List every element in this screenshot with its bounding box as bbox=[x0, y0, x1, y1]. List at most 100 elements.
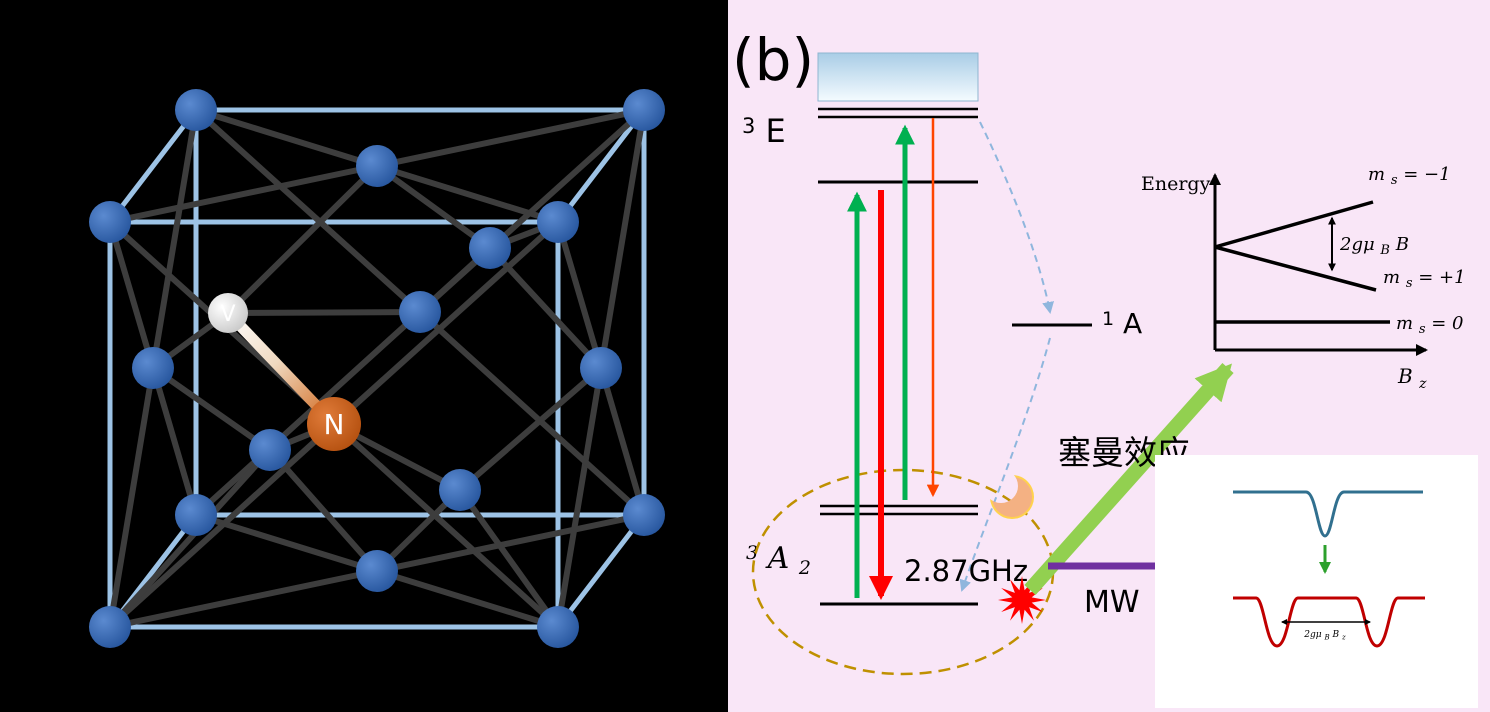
ground-level-label: 3 A 2 bbox=[746, 532, 811, 579]
bond bbox=[598, 365, 647, 518]
bond bbox=[598, 107, 647, 371]
vacancy-label: V bbox=[220, 302, 235, 327]
carbon-atom bbox=[537, 201, 579, 243]
odmr-split-pre: 2gμ bbox=[1303, 630, 1321, 640]
ms-plus1-post: = +1 bbox=[1418, 267, 1465, 288]
energy-axis-label: Energy bbox=[1141, 173, 1211, 195]
carbon-atom bbox=[537, 606, 579, 648]
cube-edge bbox=[108, 108, 198, 224]
ms-minus1-sub: s bbox=[1391, 173, 1398, 188]
splitting-label: 2gμ B B bbox=[1339, 234, 1409, 259]
odmr-inset-background bbox=[1155, 455, 1478, 708]
cube-edge bbox=[556, 108, 646, 224]
bond bbox=[417, 309, 647, 518]
cube-edges bbox=[107, 107, 647, 630]
carbon-atom bbox=[356, 550, 398, 592]
bond bbox=[193, 107, 380, 169]
bond bbox=[150, 365, 199, 518]
carbon-atom bbox=[580, 347, 622, 389]
ms-plus1-label: m s = +1 bbox=[1383, 267, 1466, 292]
bond bbox=[267, 447, 380, 574]
carbon-atom bbox=[175, 89, 217, 131]
carbon-atom bbox=[439, 469, 481, 511]
carbon-atom bbox=[356, 145, 398, 187]
singlet-level-label: 1 A bbox=[1102, 299, 1142, 340]
odmr-single-dip-curve bbox=[1233, 490, 1423, 538]
energy-diagram-panel: (b) 3 E 3 A 2 1 A bbox=[728, 0, 1490, 712]
bond bbox=[150, 365, 273, 453]
diamond-lattice-panel: V N bbox=[0, 0, 728, 712]
bond bbox=[107, 447, 273, 630]
singlet-sup: 1 bbox=[1102, 308, 1114, 330]
ms-plus1-sub: s bbox=[1406, 276, 1413, 291]
odmr-split-sub: B bbox=[1323, 634, 1329, 642]
bond bbox=[225, 309, 423, 316]
bond bbox=[150, 107, 199, 371]
microwave-frequency: 2.87GHz bbox=[904, 554, 1028, 588]
energy-diagram-drawing: (b) 3 E 3 A 2 1 A bbox=[732, 26, 1478, 708]
bond bbox=[331, 219, 561, 427]
bond bbox=[555, 365, 604, 630]
ms-zero-sub: s bbox=[1419, 322, 1426, 337]
odmr-splitting-label: 2gμ B B z bbox=[1303, 630, 1346, 643]
bond bbox=[107, 219, 156, 371]
ms-zero-post: = 0 bbox=[1431, 313, 1463, 334]
starburst-icon bbox=[998, 576, 1046, 624]
diamond-lattice-drawing: V N bbox=[89, 89, 665, 648]
carbon-atom bbox=[469, 227, 511, 269]
bond bbox=[225, 163, 380, 316]
ms-plus1-pre: m bbox=[1383, 267, 1400, 288]
lattice-bonds bbox=[107, 107, 647, 630]
excited-main: E bbox=[766, 112, 786, 150]
bond bbox=[193, 107, 423, 315]
isc-dashed-path-down bbox=[979, 121, 1055, 314]
splitting-post: B bbox=[1395, 234, 1409, 255]
nitrogen-label: N bbox=[324, 408, 345, 441]
excited-band bbox=[817, 52, 979, 102]
zeeman-inset: Energy B z 2gμ B B m s bbox=[1141, 164, 1466, 392]
bond bbox=[331, 421, 561, 630]
moon-icon bbox=[988, 473, 1036, 521]
ms-zero-pre: m bbox=[1396, 313, 1413, 334]
ms-minus1-post: = −1 bbox=[1403, 164, 1450, 185]
bond bbox=[555, 219, 604, 371]
bond bbox=[193, 309, 423, 518]
bond bbox=[457, 487, 561, 630]
cube-edge bbox=[556, 513, 646, 629]
odmr-inset: 2gμ B B z bbox=[1155, 455, 1478, 708]
panel-label: (b) bbox=[732, 26, 814, 94]
isc-dashed-path-return bbox=[959, 337, 1051, 592]
carbon-atom bbox=[623, 494, 665, 536]
ms-minus1-label: m s = −1 bbox=[1368, 164, 1451, 189]
splitting-sub: B bbox=[1379, 243, 1390, 258]
carbon-atom bbox=[623, 89, 665, 131]
ms-minus1-line bbox=[1214, 200, 1374, 249]
ms-plus1-line bbox=[1214, 245, 1377, 292]
excited-level-label: 3 E bbox=[742, 103, 786, 150]
zeeman-arrow bbox=[1024, 363, 1234, 595]
ground-sub: 2 bbox=[798, 557, 811, 579]
carbon-atom bbox=[175, 494, 217, 536]
ground-sup: 3 bbox=[746, 542, 758, 564]
ground-main: A bbox=[765, 541, 790, 576]
carbon-atoms bbox=[89, 89, 665, 648]
odmr-split-dip-curve bbox=[1233, 596, 1425, 648]
bz-main: B bbox=[1397, 364, 1413, 388]
mw-label: MW bbox=[1084, 585, 1140, 620]
bond bbox=[374, 568, 561, 630]
ms-minus1-pre: m bbox=[1368, 164, 1385, 185]
bond bbox=[374, 107, 647, 169]
carbon-atom bbox=[249, 429, 291, 471]
carbon-atom bbox=[89, 201, 131, 243]
bz-axis-label: B z bbox=[1397, 364, 1427, 392]
bond bbox=[374, 512, 647, 574]
splitting-pre: 2gμ bbox=[1339, 234, 1375, 255]
carbon-atom bbox=[399, 291, 441, 333]
bond bbox=[107, 421, 337, 630]
vacancy-atom bbox=[208, 293, 248, 333]
bond bbox=[457, 365, 604, 493]
carbon-atom bbox=[132, 347, 174, 389]
carbon-atom bbox=[89, 606, 131, 648]
bz-sub: z bbox=[1418, 376, 1427, 392]
